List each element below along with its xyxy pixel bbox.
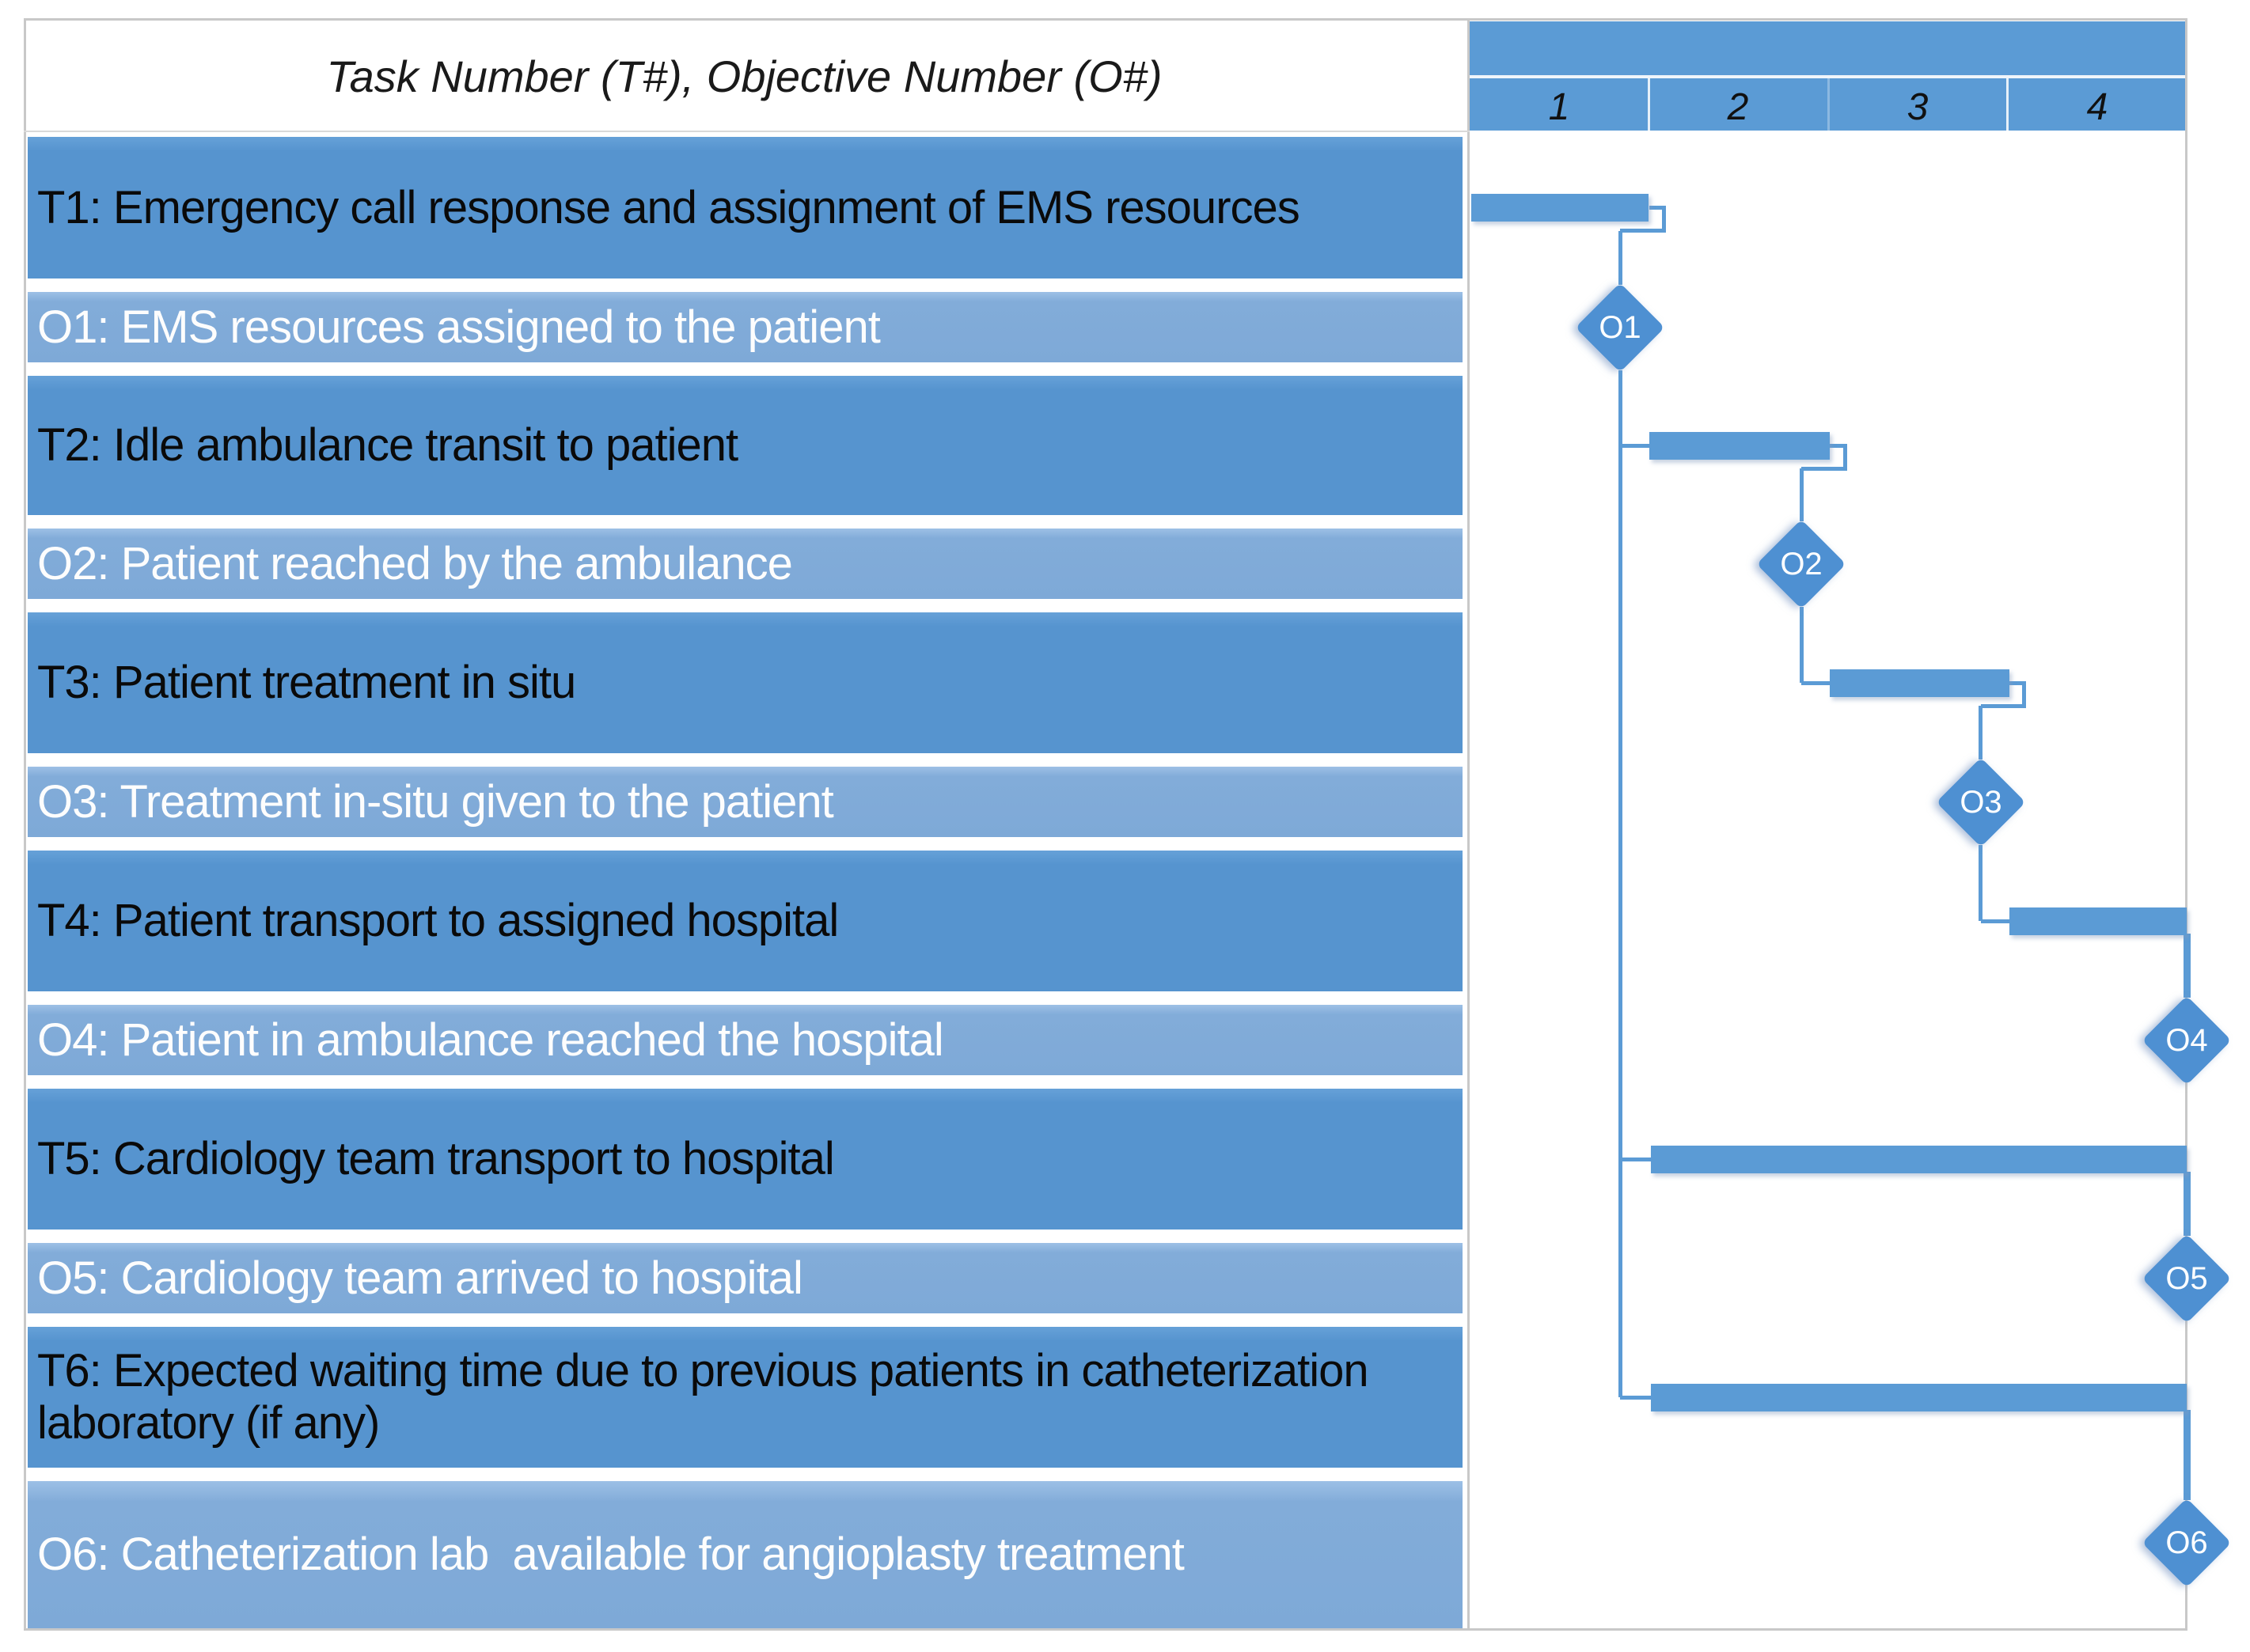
task-row-label: T6: Expected waiting time due to previou… [37,1345,1380,1449]
timeline-tick-3: 3 [1907,85,1929,128]
connector-line [1979,706,1983,760]
milestone-diamond-O3: O3 [1935,756,2026,847]
gantt-bar-T6 [1650,1383,2187,1411]
task-row: T2: Idle ambulance transit to patient [28,376,1463,515]
table-title: Task Number (T#), Objective Number (O#) [326,51,1163,101]
objective-row: O3: Treatment in-situ given to the patie… [28,767,1463,837]
connector-line [1842,445,1847,468]
column-divider-2-3 [1827,78,1830,131]
timeline-header: 1 2 3 4 [1470,21,2185,131]
task-row-label: T2: Idle ambulance transit to patient [37,419,738,471]
objective-row-label: O5: Cardiology team arrived to hospital [37,1252,803,1304]
connector-line [1799,468,1804,521]
milestone-diamond-O6: O6 [2142,1498,2232,1588]
connector-line [1649,206,1666,210]
connector-line [2183,1409,2191,1500]
objective-row: O5: Cardiology team arrived to hospital [28,1243,1463,1313]
column-divider-1-2 [1648,78,1650,131]
chart-right-border [2185,18,2187,1631]
table-left-border [24,18,26,1631]
timeline-tick-4: 4 [2086,85,2108,128]
task-row: T4: Patient transport to assigned hospit… [28,851,1463,991]
task-row: T5: Cardiology team transport to hospita… [28,1089,1463,1230]
connector-line [1830,443,1847,448]
connector-line [1620,443,1651,448]
gantt-bar-T4 [2009,907,2187,935]
objective-row-label: O3: Treatment in-situ given to the patie… [37,775,834,828]
connector-line [1801,680,1832,685]
task-row-label: T1: Emergency call response and assignme… [37,181,1300,233]
connector-line [1801,466,1847,471]
milestone-diamond-O2: O2 [1756,518,1846,609]
connector-line [2183,933,2191,998]
connector-line [1620,229,1666,233]
objective-row: O1: EMS resources assigned to the patien… [28,292,1463,362]
timeline-tick-2: 2 [1727,85,1749,128]
task-row: T1: Emergency call response and assignme… [28,137,1463,278]
milestone-diamond-O4: O4 [2142,995,2232,1086]
connector-line [1980,703,2027,708]
connector-line [1980,919,2012,923]
gantt-bar-T1 [1471,194,1649,222]
gantt-bar-T3 [1830,669,2009,697]
milestone-label: O3 [1959,784,2002,819]
connector-line [2022,683,2027,706]
objective-row: O2: Patient reached by the ambulance [28,529,1463,599]
objective-row: O6: Catheterization lab available for an… [28,1481,1463,1628]
milestone-label: O6 [2165,1525,2208,1560]
table-top-border [24,18,2187,21]
objective-row-label: O6: Catheterization lab available for an… [37,1529,1185,1580]
connector-line [2009,680,2027,685]
connector-line [1620,1157,1653,1161]
gantt-bar-T2 [1649,431,1831,460]
connector-line [1618,230,1622,285]
table-bottom-border [24,1628,2187,1631]
objective-row: O4: Patient in ambulance reached the hos… [28,1005,1463,1075]
timeline-header-divider [1470,75,2185,78]
milestone-label: O4 [2165,1022,2208,1057]
milestone-label: O1 [1599,309,1641,344]
header-bottom-border [24,131,1470,132]
task-row-label: T5: Cardiology team transport to hospita… [37,1133,835,1184]
column-divider-3-4 [2006,78,2009,131]
objective-row-label: O4: Patient in ambulance reached the hos… [37,1014,944,1066]
connector-line [1799,606,1804,683]
objective-row-label: O1: EMS resources assigned to the patien… [37,301,881,353]
milestone-label: O5 [2165,1260,2208,1295]
timeline-tick-1: 1 [1548,85,1570,128]
task-row: T3: Patient treatment in situ [28,612,1463,753]
milestone-label: O2 [1780,546,1823,581]
chart-left-border [1467,18,1470,1631]
header-title-cell: Task Number (T#), Objective Number (O#) [26,21,1463,131]
task-row-label: T3: Patient treatment in situ [37,657,576,708]
milestone-diamond-O5: O5 [2142,1233,2232,1324]
connector-line [1979,844,1983,921]
connector-line [1620,1395,1653,1400]
objective-row-label: O2: Patient reached by the ambulance [37,537,793,589]
task-row-label: T4: Patient transport to assigned hospit… [37,895,839,946]
task-row: T6: Expected waiting time due to previou… [28,1327,1463,1468]
connector-line [1618,369,1622,1397]
connector-line [2183,1171,2191,1236]
connector-line [1662,207,1666,231]
gantt-bar-T5 [1650,1145,2187,1173]
milestone-diamond-O1: O1 [1575,282,1665,373]
